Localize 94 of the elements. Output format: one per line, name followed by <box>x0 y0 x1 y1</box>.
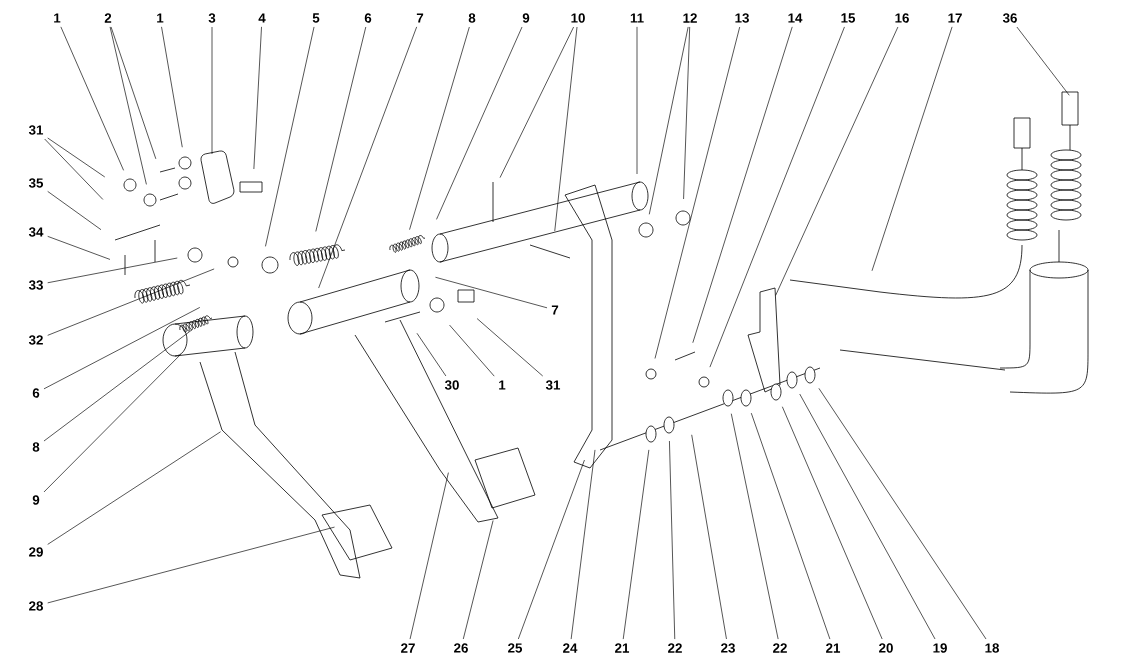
callout-number: 8 <box>32 442 40 452</box>
leader-line <box>818 388 987 640</box>
callout-number: 1 <box>54 13 61 23</box>
callout-number: 22 <box>773 643 787 653</box>
callout-number: 35 <box>28 178 44 188</box>
callout-number: 25 <box>508 643 523 653</box>
callout-number: 19 <box>933 643 947 653</box>
leader-line <box>871 26 953 272</box>
leader-line <box>161 26 183 148</box>
leader-line <box>47 268 215 336</box>
leader-line <box>691 434 727 640</box>
callout-number: 16 <box>895 13 909 23</box>
leader-line <box>654 26 741 359</box>
leader-line <box>462 520 494 640</box>
callout-number: 14 <box>788 13 803 23</box>
callout-number: 7 <box>416 13 424 23</box>
leader-line <box>416 332 447 377</box>
callout-number: 9 <box>522 13 530 23</box>
callout-number: 1 <box>499 380 506 390</box>
leader-line <box>47 236 111 260</box>
leader-line <box>47 526 335 604</box>
callout-number: 26 <box>454 643 468 653</box>
callout-number: 31 <box>545 380 561 390</box>
leader-line <box>110 26 157 160</box>
callout-number: 6 <box>364 13 372 23</box>
callout-number: 6 <box>32 388 40 398</box>
callout-number: 1 <box>157 13 164 23</box>
leader-line <box>211 26 213 155</box>
leader-line <box>318 26 418 289</box>
callout-number: 27 <box>401 643 415 653</box>
callout-number: 30 <box>444 380 459 390</box>
callout-number: 10 <box>571 13 585 23</box>
leader-line <box>435 276 548 309</box>
leader-line <box>499 26 574 178</box>
leader-line <box>476 318 544 377</box>
leader-line <box>750 412 831 640</box>
leader-line <box>554 26 578 232</box>
callout-number: 4 <box>258 13 266 23</box>
leader-line <box>669 440 676 640</box>
leader-line <box>622 449 650 640</box>
callout-number: 3 <box>208 13 216 23</box>
leader-line <box>47 431 221 545</box>
callout-number: 34 <box>28 227 44 237</box>
leader-line <box>570 449 596 640</box>
callout-number: 17 <box>948 13 962 23</box>
callout-number: 11 <box>630 13 644 23</box>
leader-line <box>409 26 470 230</box>
callout-number: 18 <box>985 643 999 653</box>
callout-number: 2 <box>104 13 112 23</box>
callout-number: 24 <box>563 643 578 653</box>
leader-line <box>47 257 178 284</box>
callout-number: 9 <box>32 495 40 505</box>
leader-line <box>683 26 691 200</box>
callout-number: 21 <box>615 643 630 653</box>
leader-line <box>409 472 449 640</box>
leader-line <box>518 459 585 640</box>
leader-line <box>43 307 201 390</box>
callout-number: 12 <box>683 13 697 23</box>
callout-number: 31 <box>28 125 44 135</box>
callout-number: 7 <box>551 305 559 315</box>
leader-line <box>1016 26 1070 96</box>
callout-number: 33 <box>28 280 43 290</box>
callout-number: 15 <box>841 13 856 23</box>
leader-line <box>799 393 936 640</box>
leader-line <box>47 137 106 178</box>
leader-line <box>43 354 182 493</box>
callout-number: 32 <box>28 335 43 345</box>
leader-line <box>636 26 638 175</box>
callout-number: 28 <box>29 601 43 611</box>
leader-line <box>60 26 124 171</box>
callout-number: 22 <box>668 643 682 653</box>
leader-line <box>648 26 689 215</box>
leader-line <box>43 329 193 442</box>
leader-line <box>775 26 899 296</box>
leader-line <box>265 26 315 247</box>
callout-number: 20 <box>879 643 893 653</box>
leader-line <box>709 26 845 368</box>
callout-number: 21 <box>826 643 841 653</box>
leader-line <box>44 138 104 200</box>
leader-line <box>730 413 779 640</box>
callout-number: 23 <box>721 643 735 653</box>
callout-number: 5 <box>312 13 320 23</box>
leader-line <box>47 191 102 230</box>
callout-number: 8 <box>468 13 476 23</box>
leader-line <box>315 26 367 232</box>
leader-line <box>692 26 793 344</box>
leader-line <box>109 26 147 185</box>
leader-line <box>782 406 883 640</box>
callout-number: 29 <box>29 547 43 557</box>
leader-line <box>253 26 262 170</box>
leader-line <box>436 26 523 220</box>
callout-number: 13 <box>735 13 749 23</box>
callout-number: 36 <box>1002 13 1017 23</box>
leader-line <box>449 324 495 377</box>
